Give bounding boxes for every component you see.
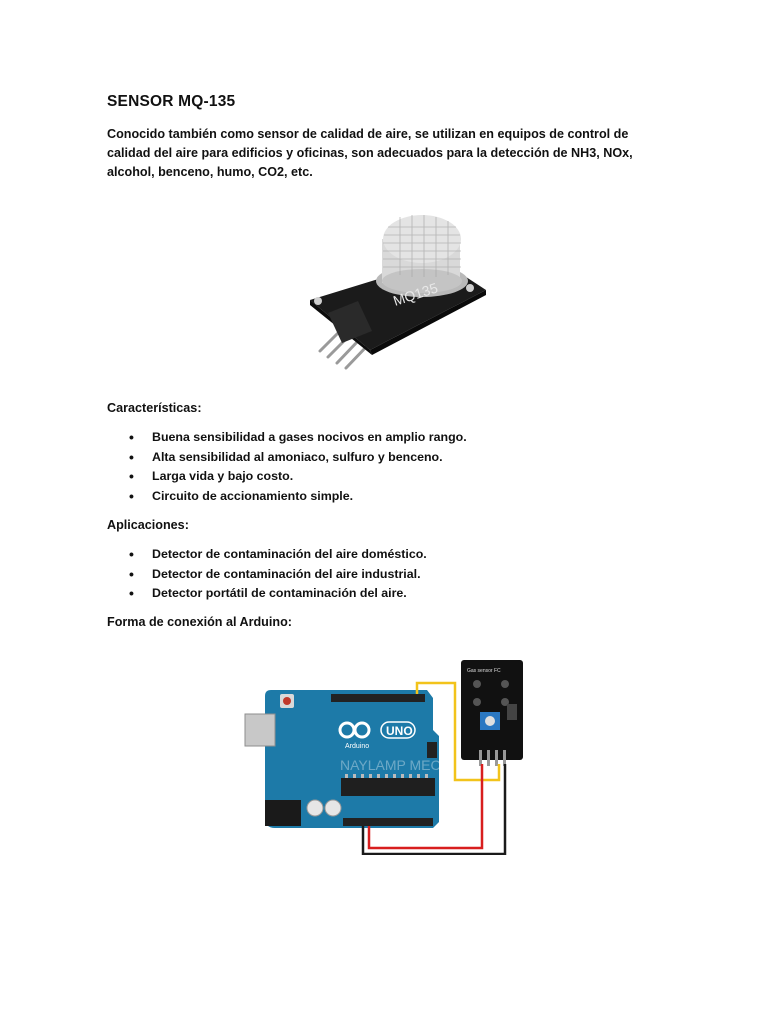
module-label: Gas sensor FC — [467, 668, 501, 674]
list-item: Detector portátil de contaminación del a… — [107, 584, 427, 604]
power-jack-icon — [265, 800, 301, 826]
page-title: SENSOR MQ-135 — [107, 93, 236, 110]
applications-heading: Aplicaciones: — [107, 518, 189, 532]
features-list: Buena sensibilidad a gases nocivos en am… — [107, 428, 467, 506]
wire-yellow — [415, 681, 501, 782]
list-item: Detector de contaminación del aire domés… — [107, 545, 427, 565]
sensor-mesh — [383, 215, 461, 277]
microcontroller-chip — [341, 778, 435, 796]
analog-header — [343, 818, 433, 826]
usb-port-icon — [244, 713, 276, 747]
wire-red — [367, 764, 484, 850]
applications-list: Detector de contaminación del aire domés… — [107, 545, 427, 604]
list-item: Circuito de accionamiento simple. — [107, 487, 467, 507]
list-item: Alta sensibilidad al amoniaco, sulfuro y… — [107, 448, 467, 468]
list-item: Larga vida y bajo costo. — [107, 467, 467, 487]
arduino-brand-label: Arduino — [345, 743, 369, 750]
intro-paragraph: Conocido también como sensor de calidad … — [107, 127, 633, 179]
arduino-uno-label: UNO — [386, 724, 413, 738]
digital-header — [331, 694, 425, 702]
list-item: Buena sensibilidad a gases nocivos en am… — [107, 428, 467, 448]
watermark: NAYLAMP MECHATRONICS — [340, 757, 522, 773]
sensor-photo: MQ135 — [310, 215, 486, 370]
connection-heading: Forma de conexión al Arduino: — [107, 615, 292, 629]
arduino-logo-icon — [338, 721, 371, 739]
arduino-connection-diagram: Arduino UNO NAYLAMP MECHATRONICS Gas sen… — [244, 660, 523, 855]
features-heading: Características: — [107, 401, 202, 415]
wire-black — [361, 764, 507, 855]
list-item: Detector de contaminación del aire indus… — [107, 565, 427, 585]
